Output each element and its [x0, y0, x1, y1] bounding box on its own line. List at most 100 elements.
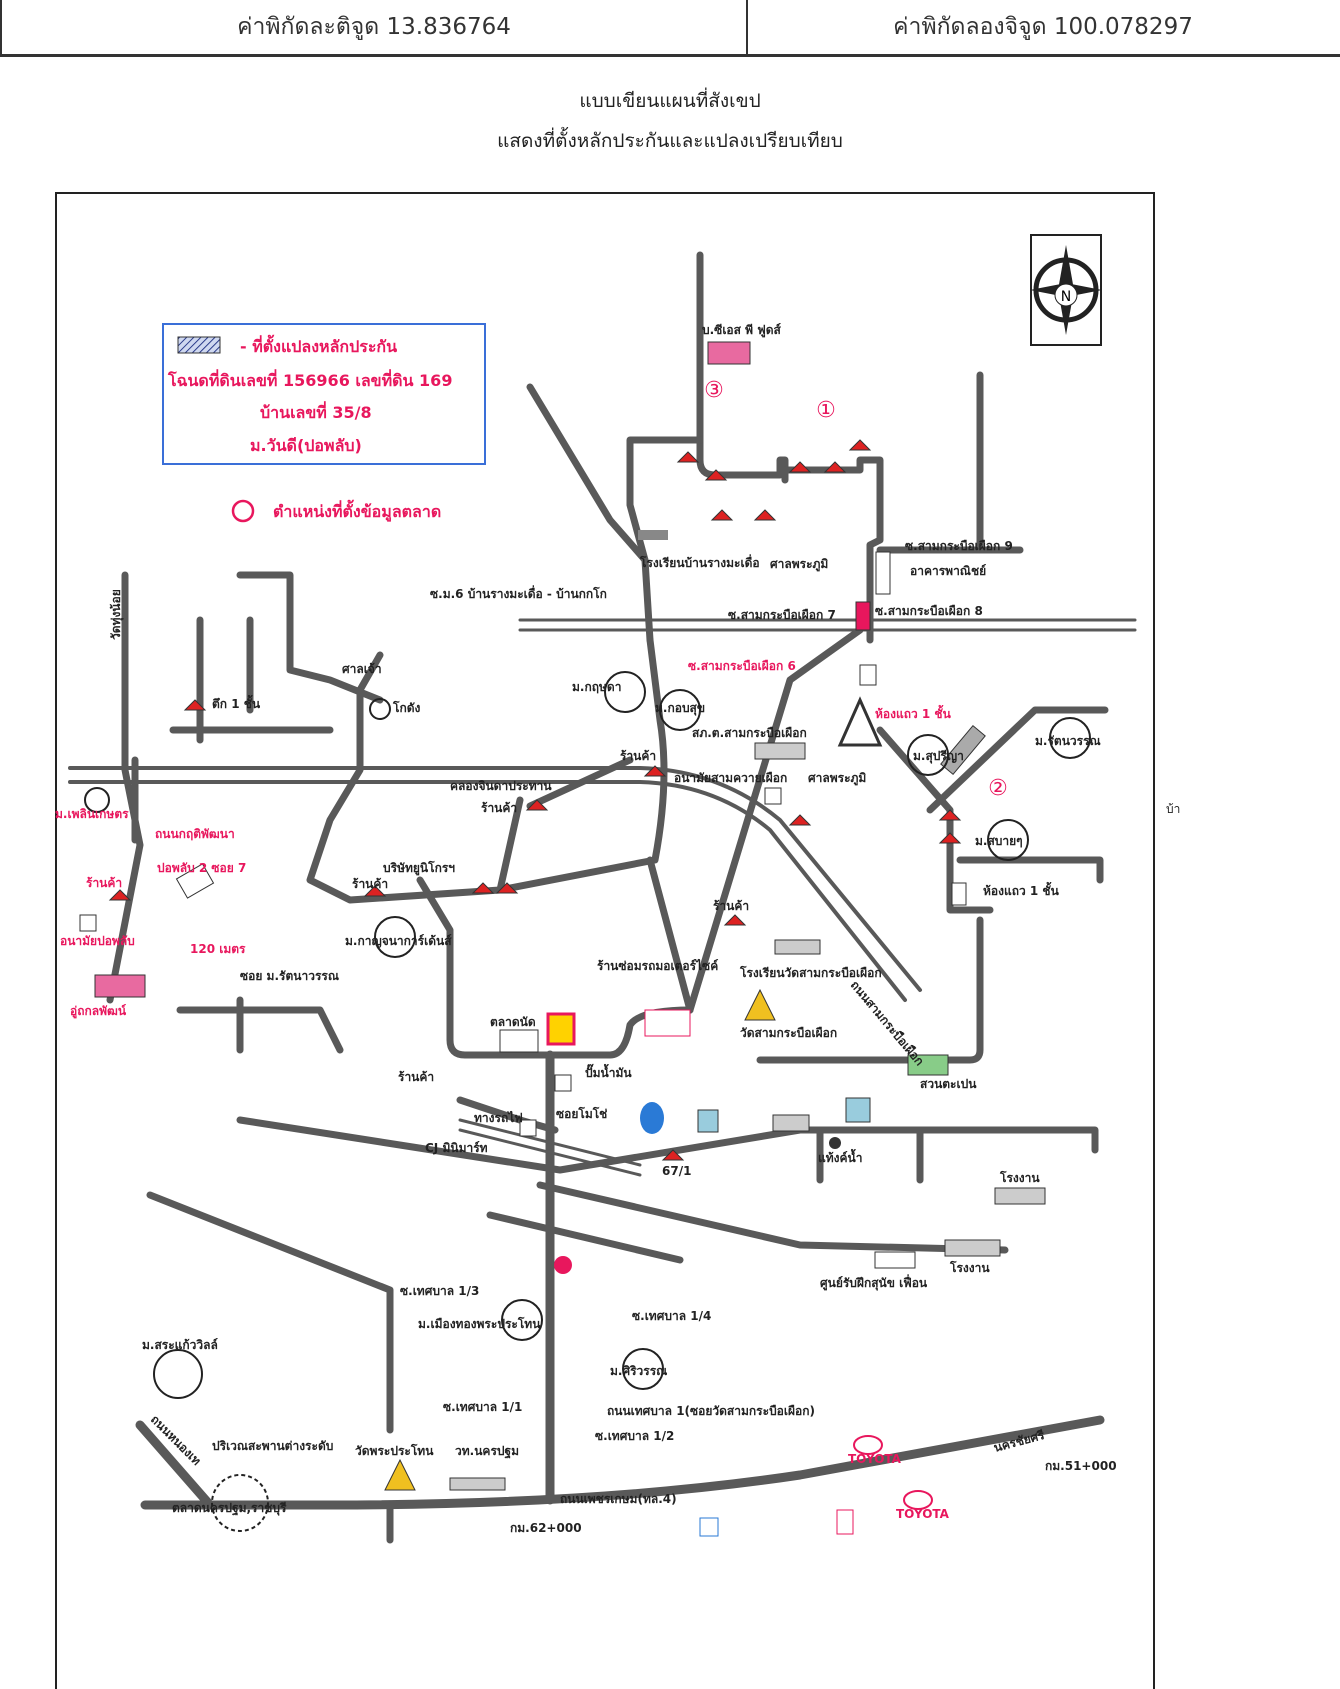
label-pho-kaset: อู่ถกลพัฒน์ [70, 1004, 127, 1019]
label-railway: ทางรถไฟ [474, 1110, 523, 1125]
gas-pump-icon [859, 664, 877, 686]
label-house-1floor: ตึก 1 ชั้น [212, 694, 261, 711]
label-wat-samkrapo: วัดสามกระบือเผือก [740, 1026, 837, 1040]
label-factory-1: โรงงาน [999, 1170, 1040, 1185]
label-wat-phra: วัดพระประโทน [355, 1443, 434, 1458]
label-warehouse: โกดัง [392, 700, 421, 715]
flower-icon [554, 1256, 572, 1274]
tesco-lotus-icon [644, 1009, 691, 1037]
toyota-logo-2-icon [903, 1490, 933, 1510]
row-house-icon [940, 725, 986, 775]
label-toyota-2: TOYOTA [896, 1507, 950, 1521]
label-police: สภ.ต.สามกระบือเผือก [692, 726, 807, 740]
market-circle-icon [231, 499, 255, 523]
legend-deed: โฉนดที่ดินเลขที่ 156966 เลขที่ดิน 169 [167, 369, 452, 390]
supermarket-logo-icon [546, 1012, 576, 1046]
label-m-sabai: ม.สบายๆ [975, 834, 1023, 848]
building-2-icon [845, 1097, 871, 1123]
tower-icon [837, 696, 883, 747]
row-house-2-icon [951, 882, 967, 906]
label-rd-krit: ถนนกฤติพัฒนา [155, 827, 235, 841]
gas-station-icon [554, 1074, 572, 1092]
marker-2: ② [988, 776, 1008, 801]
road-central-loop [306, 636, 668, 904]
toyota-logo-1-icon [853, 1435, 883, 1455]
coordinate-header: ค่าพิกัดละติจูด 13.836764 ค่าพิกัดลองจิจ… [0, 0, 1340, 57]
label-m-siriwan: ม.ศิริวรรณ [610, 1364, 667, 1378]
traffic-light-icon [855, 601, 871, 631]
label-m-supreeya: ม.สุปรีญา [913, 749, 964, 764]
road-petchkasem [140, 1415, 1105, 1510]
school-nakhon-icon [449, 1477, 506, 1491]
label-shop-5: ร้านค้า [398, 1070, 434, 1084]
label-school-bang: โรงเรียนบ้านรางมะเดื่อ [639, 554, 760, 570]
park-icon [907, 1054, 949, 1076]
label-shop-2: ร้านค้า [481, 801, 517, 815]
label-np-market: ตลาดนครปฐม,ราชบุรี [172, 1501, 287, 1516]
blue-logo-icon [699, 1517, 719, 1537]
label-m-sranew: ม.สระแก้ววิลล์ [142, 1338, 218, 1352]
label-row-house: ห้องแถว 1 ชั้น [875, 704, 952, 721]
label-cs-foods: บ.ซีเอส พี ฟูดส์ [702, 323, 782, 338]
label-shop-west: ร้านค้า [86, 876, 122, 890]
label-motor-shop: ร้านซ่อมรถมอเตอร์ไซค์ [597, 958, 718, 973]
road-diagonal-nw [526, 383, 649, 564]
label-water-tower: แท้งค์น้ำ [818, 1148, 862, 1165]
label-vertical-road: วัดทุ่งน้อย [109, 589, 124, 640]
label-shop-3: ร้านค้า [352, 877, 388, 891]
canal-road [68, 766, 922, 992]
label-soi-tessaban-14: ซ.เทศบาล 1/4 [632, 1309, 711, 1323]
road-north-left [626, 436, 704, 644]
label-soi-9: ซ.สามกระบือเผือก 9 [905, 539, 1013, 553]
label-school-nakhon: วท.นครปฐม [455, 1444, 519, 1459]
dog-center-icon [874, 1251, 916, 1269]
village-circles [84, 671, 1091, 1532]
cj-icon [519, 1119, 537, 1137]
commercial-building-icon [875, 551, 891, 595]
red-sign-icon [836, 1509, 854, 1535]
label-m-krisda: ม.กฤษดา [572, 680, 621, 694]
label-rd-samkrapo: ถนนสามกระบือเผือก [848, 978, 927, 1068]
label-toyota-1: TOYOTA [848, 1452, 902, 1466]
building-icons [79, 341, 1046, 1537]
legend: - ที่ตั้งแปลงหลักประกัน โฉนดที่ดินเลขที่… [162, 323, 486, 523]
label-m-phleon: ม.เพลินเกษตร [55, 807, 129, 821]
marker-3: ③ [704, 378, 724, 403]
factory-icon [707, 341, 751, 365]
legend-house: บ้านเลขที่ 35/8 [260, 401, 372, 422]
factory-1-icon [994, 1187, 1046, 1205]
label-school-wat: โรงเรียนวัดสามกระบือเผือก [739, 965, 882, 980]
clinic-icon [79, 914, 97, 932]
label-soi-mocho: ซอยโมโช่ [556, 1106, 607, 1121]
factory-small-icon [772, 1114, 810, 1132]
latitude-cell: ค่าพิกัดละติจูด 13.836764 [0, 0, 748, 54]
school-icon [638, 530, 668, 540]
label-rd-tessaban-1: ถนนเทศบาล 1(ซอยวัดสามกระบือเผือก) [607, 1404, 815, 1418]
label-interchange: ปริเวณสะพานต่างระดับ [212, 1439, 333, 1453]
factory-2-icon [944, 1239, 1001, 1257]
label-soi-7: ซ.สามกระบือเผือก 7 [728, 608, 836, 622]
label-m-korbsuk: ม.กอบสุข [655, 701, 705, 716]
label-row-house-2: ห้องแถว 1 ชั้น [983, 881, 1060, 898]
label-shop-4: ร้านค้า [713, 899, 749, 913]
label-soi-tessaban-11: ซ.เทศบาล 1/1 [443, 1400, 522, 1414]
label-soi-rattanawan: ซอย ม.รัตนาวรรณ [240, 969, 339, 983]
label-distance: 120 เมตร [190, 942, 246, 956]
pond-icon [640, 1102, 664, 1134]
roads [68, 251, 1137, 1544]
label-canal: คลองจินดาประทาน [450, 779, 552, 793]
map-title: แบบเขียนแผนที่สังเขป [579, 90, 761, 112]
water-tower-icon [829, 1137, 841, 1149]
longitude-cell: ค่าพิกัดลองจิจูด 100.078297 [893, 14, 1193, 40]
legend-market: ตำแหน่งที่ตั้งข้อมูลตลาด [273, 499, 441, 523]
label-m-rattanawan: ม.รัตนวรรณ [1035, 734, 1101, 748]
legend-village: ม.วันดี(ปอพลับ) [250, 436, 362, 455]
label-factory-2: โรงงาน [949, 1260, 990, 1275]
label-soi-tessaban-12: ซ.เทศบาล 1/2 [595, 1429, 674, 1443]
garage-icon [94, 974, 146, 998]
label-commercial: อาคารพาณิชย์ [910, 564, 986, 578]
plot-building-icon [175, 863, 215, 899]
label-cj-mart: CJ มินิมาร์ท [425, 1141, 488, 1155]
label-house-67: 67/1 [662, 1164, 691, 1178]
label-petchkasem: ถนนเพชรเกษม(ทล.4) [560, 1492, 677, 1506]
